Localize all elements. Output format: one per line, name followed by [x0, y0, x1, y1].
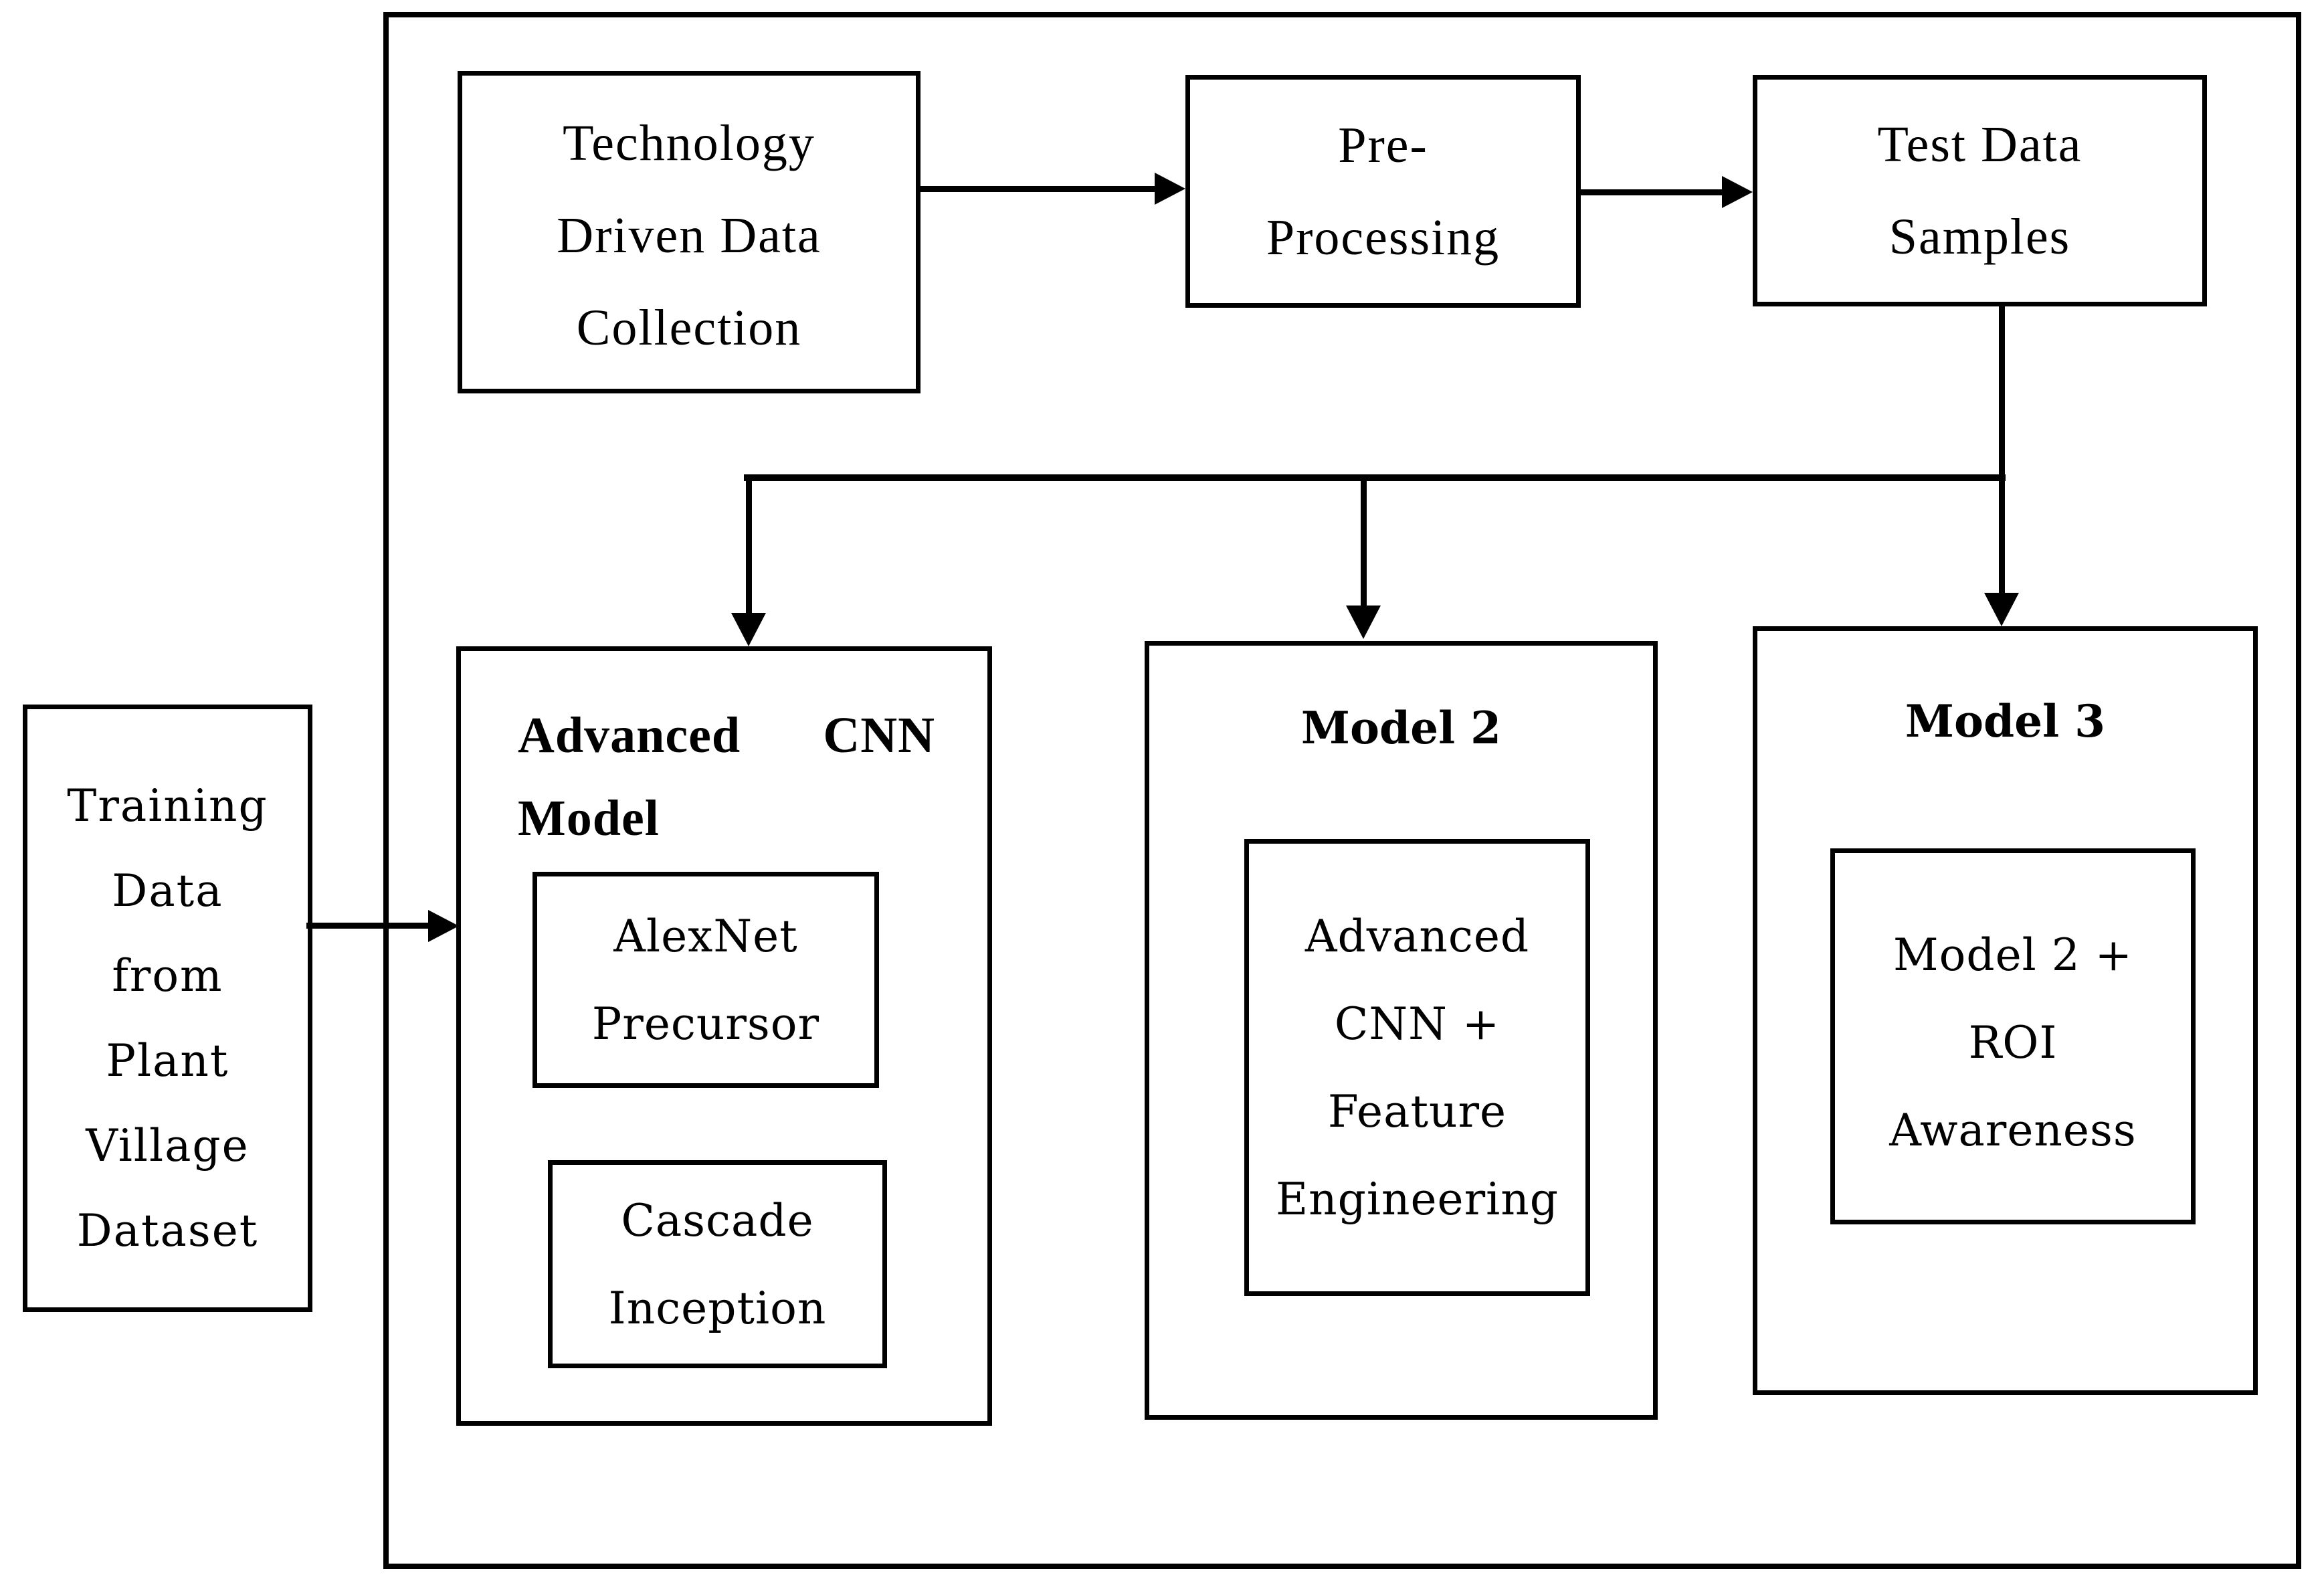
node-text-line: Cascade	[621, 1194, 814, 1246]
arrowhead-branch-to-model3	[1984, 593, 2019, 626]
node-text-line: Samples	[1889, 209, 2071, 265]
advanced-cnn-title-row: Advanced CNN	[518, 694, 935, 777]
connector-technology-to-preprocessing	[921, 186, 1156, 192]
node-text-line: Technology	[563, 115, 815, 171]
node-test-data-samples: Test Data Samples	[1753, 75, 2207, 306]
node-text-line: Driven Data	[557, 207, 821, 264]
arrowhead-technology-to-preprocessing	[1155, 173, 1185, 205]
node-model2-inner: Advanced CNN + Feature Engineering	[1244, 839, 1590, 1296]
node-text-line: ROI	[1968, 1016, 2058, 1068]
node-text-line: Awareness	[1889, 1104, 2137, 1156]
node-technology-driven-data-collection: Technology Driven Data Collection	[458, 71, 921, 393]
node-text-line: Dataset	[76, 1205, 259, 1257]
node-text-line: Processing	[1266, 209, 1500, 266]
node-text-line: CNN +	[1334, 998, 1500, 1050]
node-text-line: Pre-	[1338, 117, 1428, 173]
node-alexnet-precursor: AlexNet Precursor	[532, 872, 879, 1088]
connector-branch-horizontal	[744, 474, 2006, 481]
node-text-line: Collection	[576, 300, 802, 356]
node-text-line: Inception	[608, 1282, 827, 1334]
advanced-cnn-model-title: Advanced CNN Model	[518, 694, 935, 860]
arrowhead-preprocessing-to-testdata	[1722, 176, 1753, 208]
node-model3-inner: Model 2 + ROI Awareness	[1830, 848, 2196, 1224]
node-training-data: Training Data from Plant Village Dataset	[23, 705, 312, 1312]
arrowhead-branch-to-model2	[1346, 606, 1381, 639]
connector-training-to-advanced-cnn	[306, 923, 433, 929]
outer-border	[383, 12, 2301, 1569]
model3-title: Model 3	[1905, 695, 2106, 747]
title-word: Advanced	[518, 707, 741, 763]
title-word: Model	[518, 790, 660, 846]
node-text-line: Advanced	[1304, 910, 1530, 962]
node-text-line: Model 2 +	[1893, 929, 2133, 981]
node-text-line: Feature	[1327, 1085, 1507, 1137]
connector-preprocessing-to-testdata	[1581, 189, 1723, 195]
node-text-line: Engineering	[1275, 1173, 1559, 1225]
connector-testdata-down	[1999, 305, 2005, 480]
model2-title: Model 2	[1300, 702, 1502, 754]
connector-branch-to-model2	[1361, 481, 1367, 612]
node-text-line: Test Data	[1877, 116, 2083, 173]
arrowhead-branch-to-advanced-cnn	[731, 613, 766, 646]
node-text-line: AlexNet	[613, 910, 798, 962]
node-text-line: Plant	[106, 1035, 229, 1087]
node-text-line: from	[112, 950, 223, 1002]
connector-branch-to-model3	[1999, 481, 2005, 599]
node-text-line: Training	[67, 780, 268, 832]
node-text-line: Precursor	[591, 998, 820, 1050]
node-text-line: Village	[86, 1120, 250, 1172]
title-word: CNN	[823, 707, 935, 763]
node-text-line: Data	[112, 865, 223, 917]
node-cascade-inception: Cascade Inception	[548, 1160, 887, 1368]
arrowhead-training-to-advanced-cnn	[428, 910, 459, 942]
connector-branch-to-advanced-cnn	[746, 481, 752, 618]
node-pre-processing: Pre- Processing	[1185, 75, 1581, 308]
